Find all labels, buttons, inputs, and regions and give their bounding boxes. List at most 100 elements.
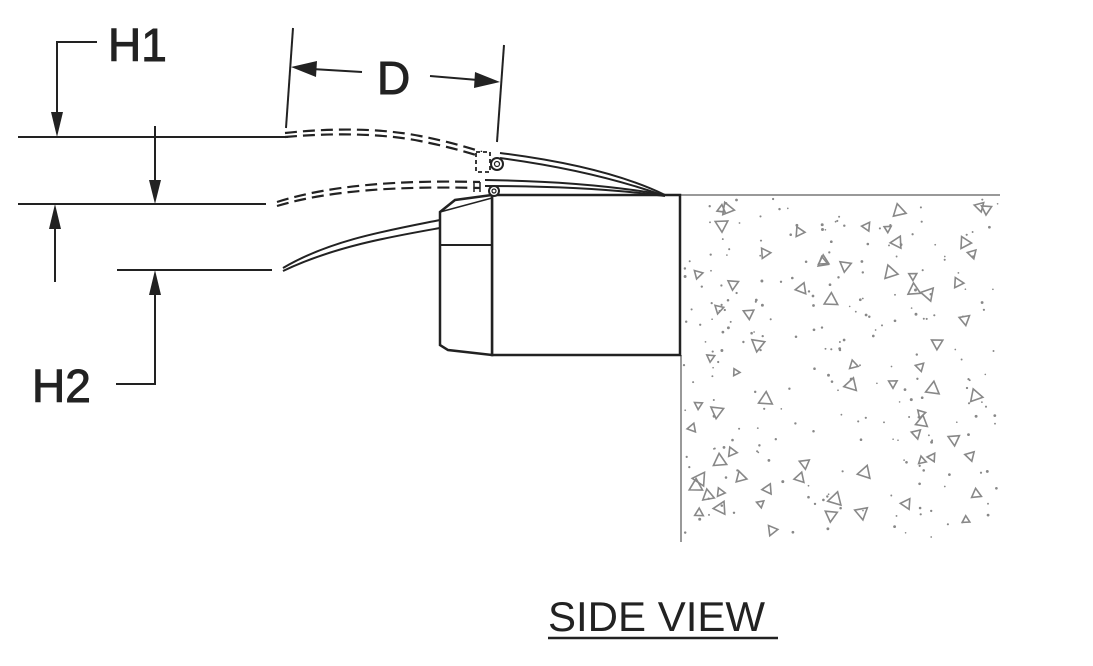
aggregate-stone (757, 390, 774, 405)
aggregate-dot (807, 290, 811, 293)
aggregate-stone (792, 470, 805, 484)
aggregate-dot (735, 291, 738, 295)
aggregate-dot (864, 313, 868, 317)
view-caption: SIDE VIEW (548, 593, 778, 640)
aggregate-stone (980, 205, 994, 217)
aggregate-dot (788, 387, 791, 390)
aggregate-dot (987, 502, 989, 505)
aggregate-dot (759, 239, 763, 242)
aggregate-dot (996, 202, 999, 205)
aggregate-dot (892, 438, 894, 441)
aggregate-dot (874, 329, 877, 331)
aggregate-stone (726, 279, 740, 292)
aggregate-dot (830, 348, 833, 351)
aggregate-dot (922, 469, 925, 472)
aggregate-dot (934, 243, 937, 246)
aggregate-dot (708, 205, 711, 208)
aggregate-stone (712, 451, 729, 467)
aggregate-dot (688, 260, 691, 263)
aggregate-dot (857, 420, 860, 423)
aggregate-dot (921, 269, 924, 272)
lip-level-plate-top (484, 179, 666, 196)
aggregate-dot (894, 293, 896, 296)
aggregate-dot (780, 408, 783, 410)
aggregate-dot (704, 341, 707, 343)
aggregate-dot (919, 513, 922, 516)
aggregate-dot (828, 251, 831, 254)
aggregate-stone (888, 234, 902, 250)
aggregate-dot (690, 308, 693, 311)
lip-lowered-bottom (282, 227, 441, 272)
lip-raised-plate-top (499, 152, 666, 196)
aggregate-dot (893, 319, 897, 323)
aggregate-dot (820, 223, 824, 227)
hinge-pin-upper-inner (493, 160, 501, 168)
aggregate-dot (858, 298, 862, 302)
aggregate-dot (827, 373, 830, 377)
aggregate-dot (726, 299, 730, 302)
aggregate-stone (887, 379, 899, 390)
aggregate-dot (908, 416, 911, 418)
lip-raised-bottom-dashed (284, 133, 483, 159)
aggregate-dot (684, 409, 687, 412)
aggregate-dot (794, 422, 797, 425)
aggregate-dot (984, 373, 987, 376)
aggregate-dot (859, 364, 861, 367)
aggregate-stone (965, 248, 977, 261)
aggregate-dot (685, 455, 688, 459)
aggregate-dot (771, 197, 775, 201)
aggregate-dot (717, 360, 720, 364)
aggregate-stone (715, 203, 727, 214)
aggregate-dot (708, 513, 710, 516)
aggregate-dot (985, 469, 989, 473)
aggregate-dot (779, 280, 783, 283)
aggregate-dot (895, 514, 898, 517)
aggregate-dot (824, 347, 827, 350)
aggregate-dot (918, 506, 922, 510)
aggregate-stone (735, 469, 749, 484)
aggregate-dot (859, 438, 863, 441)
aggregate-dot (893, 525, 897, 529)
aggregate-dot (829, 240, 833, 244)
aggregate-dot (980, 301, 984, 304)
leveler-housing (438, 193, 682, 357)
d-extension-line-right (496, 44, 505, 143)
h1-label: H1 (108, 19, 167, 71)
aggregate-dot (731, 438, 734, 442)
aggregate-dot (721, 330, 725, 334)
aggregate-dot (878, 227, 881, 230)
aggregate-stone (711, 499, 726, 516)
aggregate-stone (693, 506, 705, 517)
aggregate-dot (915, 353, 918, 356)
aggregate-dot (965, 233, 968, 236)
aggregate-stone (838, 260, 853, 274)
aggregate-stone (855, 463, 871, 480)
aggregate-dot (946, 523, 949, 526)
aggregate-stone (797, 459, 811, 471)
aggregate-dot (822, 498, 825, 502)
aggregate-dot (738, 427, 741, 430)
aggregate-stone (963, 450, 976, 463)
aggregate-dot (682, 363, 686, 367)
aggregate-dot (692, 381, 695, 384)
lip-level-position (276, 179, 666, 208)
lip-raised-plate-bottom (499, 157, 663, 196)
aggregate-stone (909, 428, 922, 441)
lip-level-bottom-dashed (276, 186, 481, 208)
aggregate-dot (711, 350, 714, 353)
aggregate-stone (883, 263, 900, 280)
aggregate-dot (848, 305, 851, 308)
aggregate-dot (724, 476, 728, 479)
aggregate-dot (713, 447, 716, 450)
aggregate-stone (882, 225, 893, 235)
aggregate-dot (960, 358, 963, 361)
aggregate-stone (970, 486, 983, 499)
aggregate-dot (948, 473, 951, 476)
aggregate-dot (754, 300, 757, 303)
aggregate-dot (759, 215, 762, 218)
aggregate-stone (906, 281, 922, 296)
aggregate-dot (918, 482, 921, 486)
aggregate-stone (709, 406, 726, 421)
aggregate-dot (728, 248, 731, 251)
aggregate-dot (979, 471, 983, 474)
